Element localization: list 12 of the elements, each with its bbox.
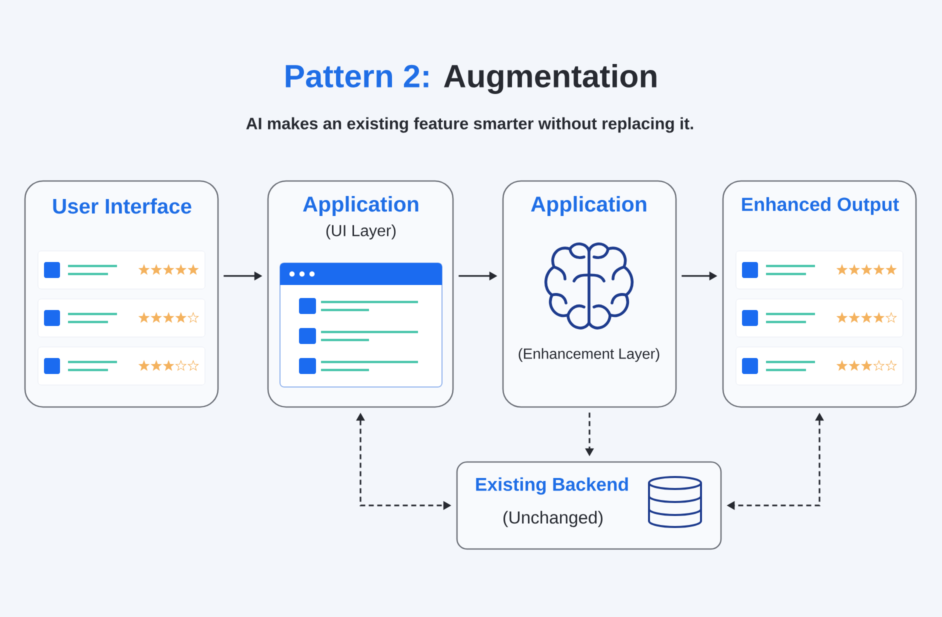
subtitle: (Unchanged) [504, 510, 602, 528]
subtitle: (UI Layer) [326, 224, 396, 240]
component-box [456, 461, 722, 550]
page-title: Pattern 2: Augmentation [286, 64, 656, 94]
subtitle: (Enhancement Layer) [518, 348, 660, 362]
heading: Existing Backend [476, 477, 628, 495]
component-box [502, 180, 677, 408]
heading: User Interface [53, 198, 192, 214]
heading: Application [303, 196, 418, 216]
subtitle: AI makes an existing feature smarter without replacing it. [246, 117, 694, 133]
heading: Application [531, 196, 646, 216]
heading: Enhanced Output [742, 197, 899, 215]
